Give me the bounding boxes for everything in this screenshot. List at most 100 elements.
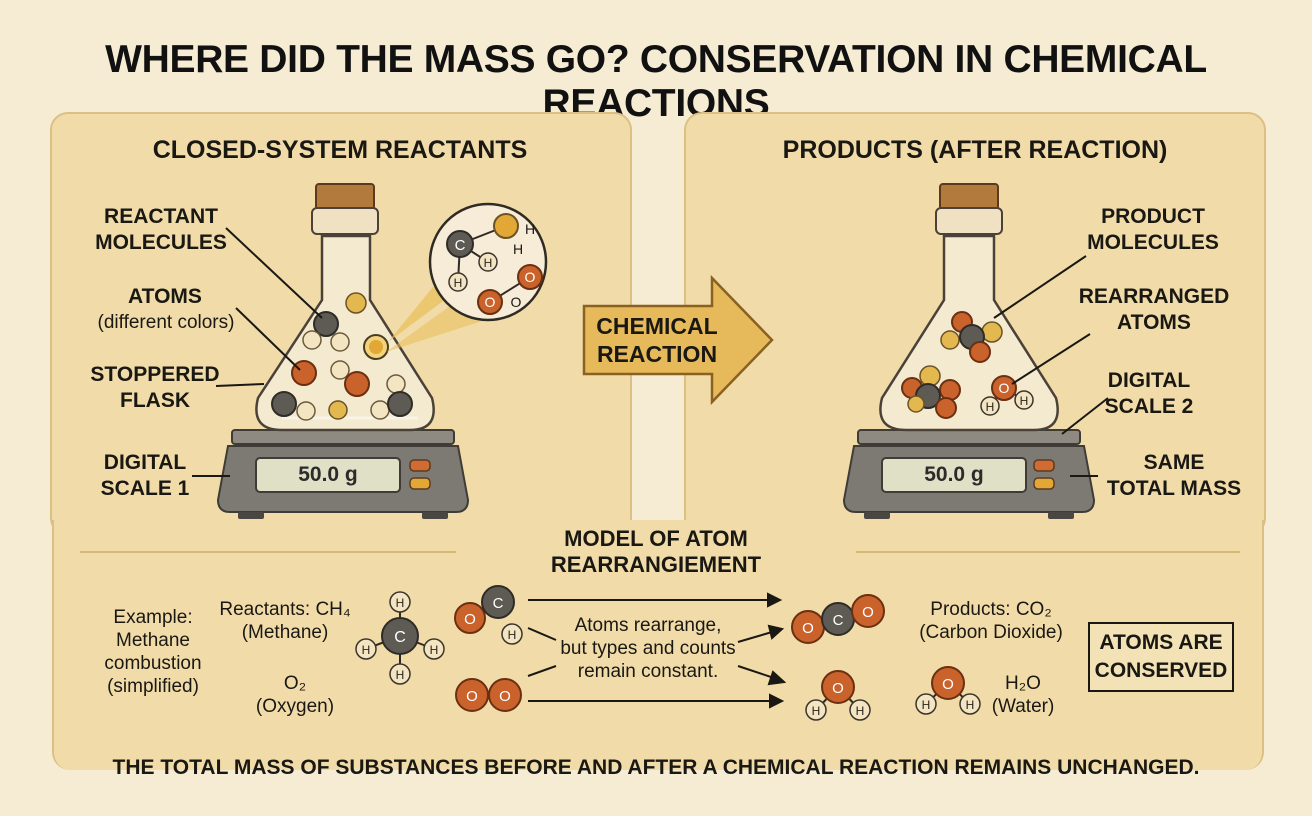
svg-text:H: H — [396, 668, 405, 682]
atom — [370, 400, 390, 420]
svg-text:O: O — [511, 294, 522, 310]
atom — [330, 332, 350, 352]
label-atoms-sub: (different colors) — [97, 312, 235, 333]
svg-text:H: H — [430, 643, 439, 657]
reactant-atom-group: O C H — [454, 585, 523, 645]
svg-text:H: H — [513, 241, 523, 257]
atoms-conserved-box: ATOMS ARE CONSERVED — [1088, 622, 1234, 692]
example-label: Example: Methane combustion (simplified) — [104, 607, 202, 697]
atom-h — [980, 396, 1000, 416]
atom — [935, 397, 957, 419]
water-molecule: O H H — [915, 666, 981, 715]
label-atoms: ATOMS — [128, 285, 202, 308]
right-leaders — [993, 255, 1109, 477]
atom — [981, 321, 1003, 343]
atom — [919, 365, 941, 387]
right-scale — [842, 429, 1096, 519]
scale-button — [1033, 477, 1055, 490]
atom-h — [448, 272, 468, 292]
svg-text:C: C — [493, 595, 504, 612]
svg-text:O: O — [464, 611, 476, 628]
left-flask — [255, 183, 435, 432]
h2o-molecule: O H H — [805, 670, 871, 721]
reaction-arrow — [582, 274, 774, 406]
svg-text:O: O — [942, 676, 954, 693]
atom — [907, 395, 925, 413]
scale-2-reading: 50.0 g — [924, 463, 984, 486]
oxygen-label: O₂ (Oxygen) — [255, 673, 335, 717]
svg-text:H: H — [508, 628, 517, 642]
atom — [296, 401, 316, 421]
h2o-label: H₂O (Water) — [991, 673, 1055, 717]
rearrange-note: Atoms rearrange, but types and counts re… — [560, 615, 736, 682]
atom — [271, 391, 297, 417]
atom — [940, 330, 960, 350]
co2-label: Products: CO₂ (Carbon Dioxide) — [919, 599, 1063, 643]
reactants-label: Reactants: CH₄ (Methane) — [219, 599, 351, 643]
atom — [386, 374, 406, 394]
atom — [302, 330, 322, 350]
svg-text:H: H — [1020, 394, 1029, 408]
cork-stopper — [315, 183, 375, 211]
svg-text:C: C — [455, 237, 466, 254]
svg-text:O: O — [466, 688, 478, 705]
label-same-total-mass: SAME TOTAL MASS — [1106, 451, 1242, 500]
zoom-callout: C H H H O O O H — [386, 202, 548, 352]
svg-text:O: O — [802, 620, 814, 637]
atom — [344, 371, 370, 397]
atom-o — [477, 289, 503, 315]
conclusion-text: THE TOTAL MASS OF SUBSTANCES BEFORE AND … — [112, 756, 1200, 779]
svg-text:H: H — [454, 276, 463, 290]
scale-display — [255, 457, 401, 493]
page-title: WHERE DID THE MASS GO? CONSERVATION IN C… — [105, 38, 1207, 125]
svg-text:H: H — [362, 643, 371, 657]
svg-text:H: H — [986, 400, 995, 414]
methane-molecule: C H H H H — [355, 591, 445, 685]
atom — [313, 311, 339, 337]
svg-text:H: H — [856, 704, 865, 718]
atom-o — [991, 375, 1017, 401]
label-digital-scale-1: DIGITAL SCALE 1 — [100, 451, 190, 500]
arrow-label: CHEMICAL REACTION — [596, 313, 718, 367]
svg-text:H: H — [484, 256, 493, 270]
scale-button — [1033, 459, 1055, 472]
atom — [345, 292, 367, 314]
svg-text:H: H — [812, 704, 821, 718]
svg-text:O: O — [525, 269, 536, 285]
label-stoppered-flask: STOPPERED FLASK — [90, 363, 220, 412]
scale-1-reading: 50.0 g — [298, 463, 358, 486]
scale-button — [409, 459, 431, 472]
svg-text:O: O — [499, 688, 511, 705]
atom-c — [446, 230, 474, 258]
label-product-molecules: PRODUCT MOLECULES — [1087, 205, 1219, 254]
products-heading: PRODUCTS (AFTER REACTION) — [782, 136, 1168, 164]
right-flask: O H H — [879, 183, 1059, 432]
left-leaders — [192, 227, 323, 477]
reactants-heading: CLOSED-SYSTEM REACTANTS — [152, 136, 528, 164]
atom — [969, 341, 991, 363]
atom-h — [478, 252, 498, 272]
scale-button — [409, 477, 431, 490]
svg-text:O: O — [999, 380, 1010, 396]
atom — [330, 360, 350, 380]
svg-text:H: H — [396, 596, 405, 610]
svg-text:H: H — [525, 221, 535, 237]
svg-text:O: O — [485, 294, 496, 310]
model-title: MODEL OF ATOM REARRANGIEMENT — [456, 526, 856, 578]
cork-stopper — [939, 183, 999, 211]
svg-text:H: H — [922, 698, 931, 712]
atom-h — [1014, 390, 1034, 410]
atom — [939, 379, 961, 401]
oxygen-molecule: O O — [455, 678, 522, 712]
scale-display — [881, 457, 1027, 493]
svg-text:O: O — [832, 680, 844, 697]
rearrangement-arrows — [527, 592, 787, 709]
atoms-conserved-label: ATOMS ARE CONSERVED — [1094, 631, 1228, 682]
atom-o — [517, 264, 543, 290]
label-reactant-molecules: REACTANT MOLECULES — [95, 205, 227, 254]
label-rearranged-atoms: REARRANGED ATOMS — [1078, 285, 1230, 334]
co2-molecule: O C O — [791, 594, 885, 644]
atom — [387, 391, 413, 417]
